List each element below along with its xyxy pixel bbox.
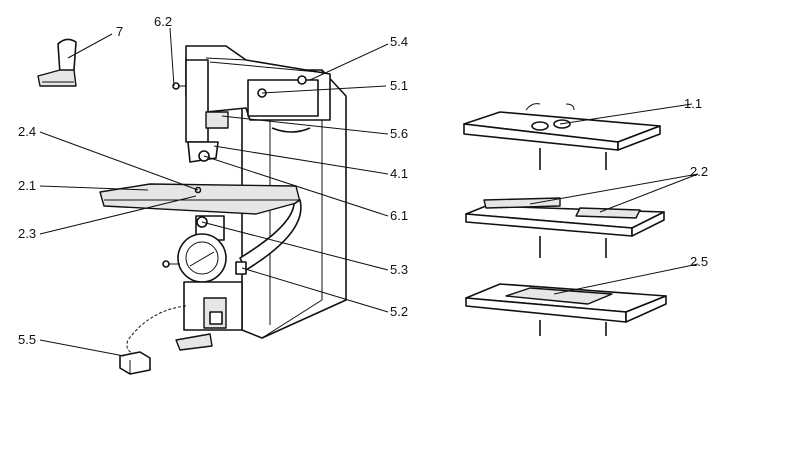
label-5-1: 5.1 [390,78,408,93]
label-2-1: 2.1 [18,178,36,193]
leader-lines [39,27,699,357]
callout-labels: 7 6.2 5.4 5.1 5.6 4.1 2.4 2.1 2.3 6.1 5.… [18,14,708,347]
label-6-1: 6.1 [390,208,408,223]
label-5-2: 5.2 [390,304,408,319]
label-5-6: 5.6 [390,126,408,141]
label-2-2: 2.2 [690,164,708,179]
label-5-4: 5.4 [390,34,408,49]
label-4-1: 4.1 [390,166,408,181]
table-detail-2-5 [465,283,667,336]
label-1-1: 1.1 [684,96,702,111]
label-5-3: 5.3 [390,262,408,277]
table-detail-2-2 [465,197,665,258]
label-7: 7 [116,24,123,39]
label-2-5: 2.5 [690,254,708,269]
attachment-part-7 [37,38,77,87]
label-2-3: 2.3 [18,226,36,241]
label-2-4: 2.4 [18,124,36,139]
table-detail-1-1 [463,103,661,170]
label-5-5: 5.5 [18,332,36,347]
scroll-saw-body [99,45,347,375]
label-6-2: 6.2 [154,14,172,29]
